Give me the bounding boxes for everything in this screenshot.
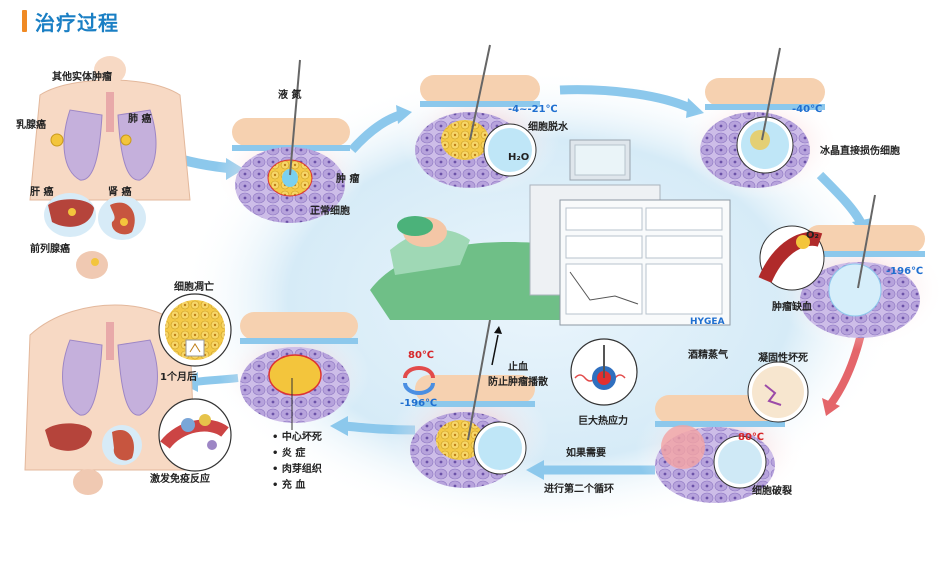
stage-3-tissue bbox=[680, 47, 840, 200]
liver-bottom bbox=[45, 423, 92, 451]
label-temp-stage2: -4~-21℃ bbox=[508, 104, 558, 115]
stage-5-tissue bbox=[635, 361, 809, 505]
label-ischemia: 肿瘤缺血 bbox=[772, 302, 812, 313]
label-temp-stage5: 80℃ bbox=[738, 432, 765, 443]
label-normal-cell: 正常细胞 bbox=[310, 206, 350, 217]
kidney-tumor bbox=[120, 218, 128, 226]
trachea bbox=[106, 92, 114, 132]
label-if-needed: 如果需要 bbox=[566, 448, 606, 459]
stage-6-tissue bbox=[390, 319, 550, 490]
label-lung-cancer: 肺 癌 bbox=[128, 114, 152, 125]
label-rupture: 细胞破裂 bbox=[752, 486, 792, 497]
arrow-stage1-to-2 bbox=[348, 110, 402, 154]
page-title: 治疗过程 bbox=[35, 10, 119, 35]
prostate-bottom bbox=[73, 469, 103, 495]
hot-cold-cycle-icon bbox=[403, 366, 435, 395]
stage-7-tissue bbox=[220, 312, 370, 430]
lung-left-bottom bbox=[62, 339, 103, 416]
thermal-stress-inset bbox=[570, 338, 638, 406]
kidney-bottom bbox=[112, 430, 134, 461]
stage-1-tissue bbox=[215, 59, 365, 225]
trachea-bottom bbox=[106, 322, 114, 360]
label-temp-stage4: -196℃ bbox=[886, 266, 924, 277]
label-dehydration: 细胞脱水 bbox=[528, 122, 568, 133]
label-liquid-nitrogen: 液 氮 bbox=[278, 90, 302, 101]
label-thermal-stress: 巨大热应力 bbox=[578, 416, 628, 427]
label-second-cycle: 进行第二个循环 bbox=[544, 484, 614, 495]
lung-right bbox=[117, 109, 157, 181]
label-other-tumors: 其他实体肿瘤 bbox=[52, 72, 112, 83]
body-figure-bottom bbox=[24, 304, 196, 495]
label-alcohol-vapor: 酒精蒸气 bbox=[688, 350, 728, 361]
outcome-item-0: 中心坏死 bbox=[272, 432, 322, 444]
label-cold-temp: -196℃ bbox=[400, 398, 438, 409]
label-stop-bleeding: 止血 bbox=[508, 362, 528, 373]
lung-right-bottom bbox=[117, 339, 158, 416]
stage-2-tissue bbox=[400, 44, 560, 195]
apoptosis-inset bbox=[158, 293, 232, 367]
label-coagulation: 凝固性坏死 bbox=[758, 353, 808, 364]
title-bar: 治疗过程 bbox=[22, 8, 119, 35]
label-o2: O₂ bbox=[806, 230, 819, 241]
label-temp-stage3: -40℃ bbox=[792, 104, 823, 115]
device-brand: HYGEA bbox=[690, 317, 725, 327]
label-liver-cancer: 肝 癌 bbox=[30, 187, 54, 198]
label-prostate-cancer: 前列腺癌 bbox=[30, 244, 70, 255]
label-tumor: 肿 瘤 bbox=[336, 174, 360, 185]
arrow-stage2-to-3 bbox=[559, 85, 692, 113]
arrowhead-stage1-to-2 bbox=[396, 105, 412, 124]
label-kidney-cancer: 肾 癌 bbox=[108, 187, 132, 198]
arrow-up-icon bbox=[491, 326, 502, 366]
prostate bbox=[76, 251, 108, 279]
outcome-item-3: 充 血 bbox=[272, 480, 305, 492]
immune-inset bbox=[158, 398, 232, 472]
title-accent-bar bbox=[22, 10, 27, 32]
stage-4-tissue bbox=[758, 194, 945, 350]
lung-left bbox=[63, 109, 103, 181]
body-figure-top bbox=[29, 56, 191, 279]
label-hot-temp: 80℃ bbox=[408, 350, 435, 361]
arrowhead-stage5-to-6 bbox=[526, 460, 544, 480]
arrowhead-stage4-to-5 bbox=[822, 398, 840, 416]
label-breast-cancer: 乳腺癌 bbox=[16, 120, 46, 131]
arrowhead-stage6-to-7 bbox=[330, 416, 348, 436]
label-apoptosis: 细胞凋亡 bbox=[174, 282, 214, 293]
neck bbox=[94, 56, 126, 84]
prostate-tumor bbox=[91, 258, 99, 266]
breast-tumor bbox=[50, 133, 64, 147]
outcome-item-2: 肉芽组织 bbox=[272, 464, 322, 476]
cryo-device bbox=[529, 139, 731, 326]
label-immune: 激发免疫反应 bbox=[150, 474, 210, 485]
label-h2o: H₂O bbox=[508, 152, 530, 163]
lung-tumor bbox=[120, 134, 132, 146]
outcome-item-1: 炎 症 bbox=[272, 448, 305, 460]
label-ice-damage: 冰晶直接损伤细胞 bbox=[820, 146, 900, 157]
label-prevent-spread: 防止肿瘤播散 bbox=[488, 377, 548, 388]
liver-tumor bbox=[68, 208, 76, 216]
label-one-month: 1个月后 bbox=[160, 372, 197, 383]
